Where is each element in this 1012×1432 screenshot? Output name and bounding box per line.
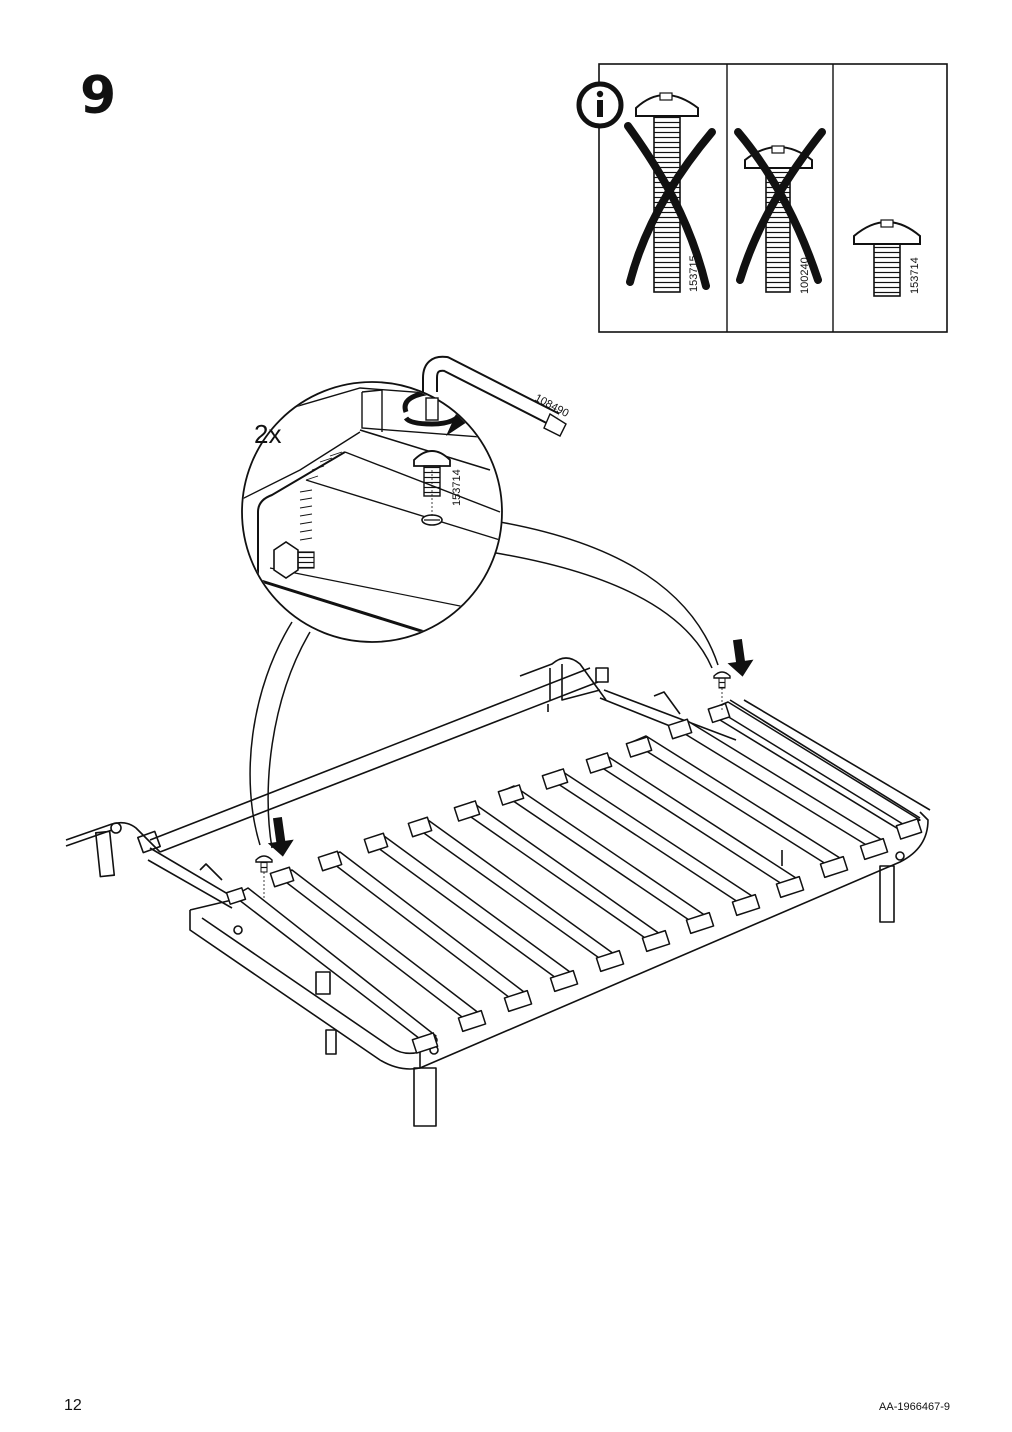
- slats: [225, 701, 923, 1054]
- screw-code-label: 100240: [799, 257, 811, 294]
- screw-153715-icon: [624, 92, 716, 293]
- slat: [453, 800, 671, 953]
- allen-key-icon: [422, 355, 567, 437]
- screw-code-label: 153715: [688, 255, 700, 292]
- slat: [585, 752, 805, 899]
- quantity-label: 2x: [254, 419, 281, 449]
- slat: [497, 784, 715, 935]
- document-code: AA-1966467-9: [879, 1401, 950, 1413]
- slat: [407, 816, 625, 973]
- screw-100240-icon: [734, 128, 826, 293]
- nut-icon: [273, 541, 315, 579]
- slat: [225, 887, 439, 1054]
- slat: [317, 850, 533, 1013]
- slat: [363, 832, 579, 993]
- screw-153714-icon: [853, 219, 921, 297]
- info-panel: 153715 100240 153714: [576, 63, 948, 333]
- slat: [625, 735, 849, 879]
- screw-code-label: 153714: [909, 257, 921, 294]
- slat: [667, 718, 889, 861]
- screw-position-left: [255, 817, 294, 898]
- slat: [707, 701, 923, 840]
- slat: [541, 768, 761, 917]
- info-icon: [576, 81, 624, 129]
- step-number: 9: [80, 66, 117, 126]
- slat: [269, 866, 487, 1033]
- bed-frame: [65, 657, 931, 1127]
- detail-screw-code-label: 153714: [451, 469, 463, 506]
- detail-callout: 2x 108490 153714: [241, 355, 719, 849]
- screw-position-right: [713, 639, 754, 712]
- detail-screw-icon: [413, 450, 451, 497]
- page-number: 12: [64, 1397, 82, 1414]
